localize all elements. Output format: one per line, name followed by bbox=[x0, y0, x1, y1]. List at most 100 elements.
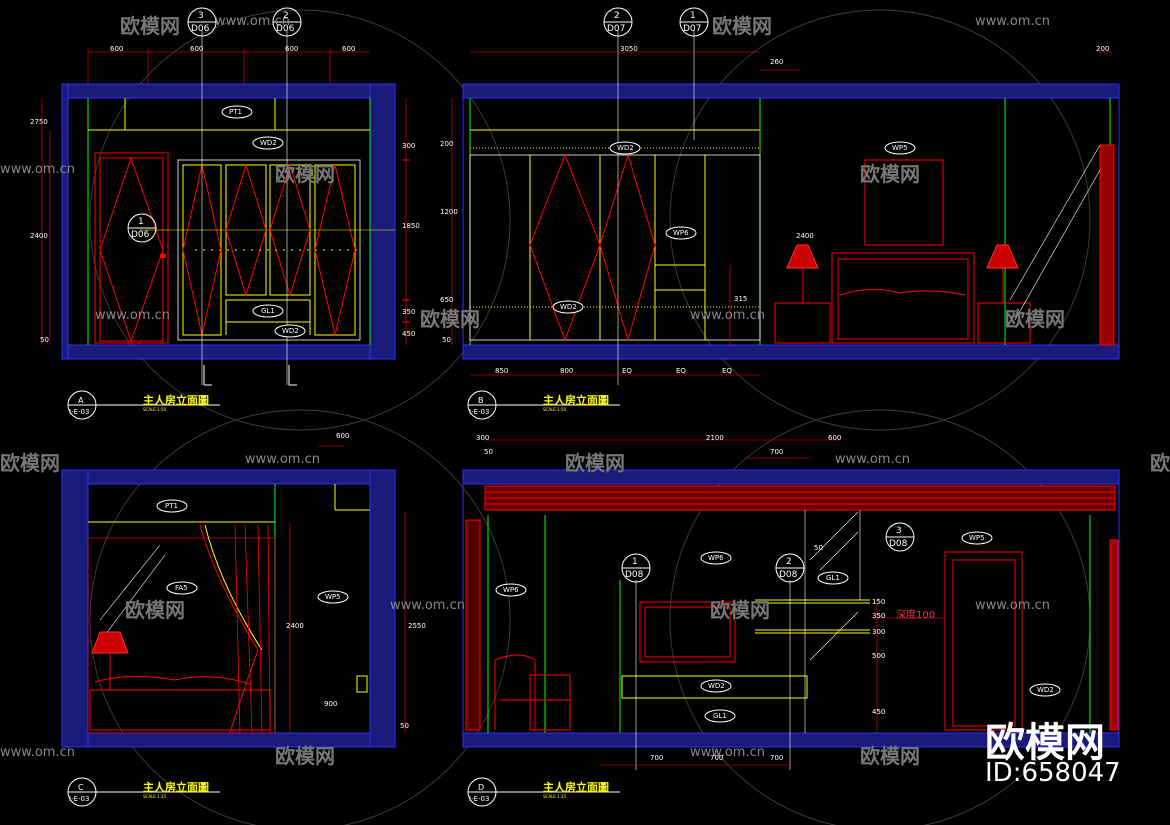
watermark-logo: 欧模网 bbox=[860, 744, 920, 768]
watermark-logo: 欧模网 bbox=[565, 451, 625, 475]
detail-bubble-sheet: D07 bbox=[683, 24, 702, 34]
dim-label: 1200 bbox=[440, 208, 458, 216]
material-tag: WP6 bbox=[503, 586, 519, 594]
watermark-url: www.om.cn bbox=[390, 598, 465, 613]
watermark-logo: 欧模网 bbox=[860, 162, 920, 186]
dim-label: 200 bbox=[1096, 45, 1110, 53]
elevation-title: 主人房立面圖 bbox=[143, 394, 209, 407]
dim-label: 350 bbox=[402, 308, 416, 316]
watermark-logo: 欧模网 bbox=[1005, 307, 1065, 331]
material-tag: WD2 bbox=[1037, 686, 1054, 694]
dim-label: 300 bbox=[476, 434, 490, 442]
dim-label: 50 bbox=[442, 336, 451, 344]
elevation-scale: SCALE 1:50 bbox=[143, 407, 167, 412]
dim-label: 650 bbox=[440, 296, 454, 304]
watermark-logo: 欧模网 bbox=[712, 14, 772, 38]
dim-label: 50 bbox=[40, 336, 49, 344]
watermark-url: www.om.cn bbox=[975, 598, 1050, 613]
dim-label: 2750 bbox=[30, 118, 48, 126]
elevation-title: 主人房立面圖 bbox=[543, 394, 609, 407]
detail-bubble-sheet: D08 bbox=[779, 570, 798, 580]
watermark-logo: 欧模网 bbox=[275, 162, 335, 186]
dim-label: 500 bbox=[872, 652, 886, 660]
detail-bubble-sheet: D06 bbox=[191, 24, 210, 34]
material-tag: GL1 bbox=[826, 574, 840, 582]
dim-label: 260 bbox=[770, 58, 784, 66]
dim-label: 450 bbox=[872, 708, 886, 716]
elevation-ref-sheet: I-E-03 bbox=[469, 408, 490, 416]
watermark-logo: 欧模网 bbox=[420, 307, 480, 331]
watermark-url: www.om.cn bbox=[0, 162, 75, 177]
dim-label: 2400 bbox=[30, 232, 48, 240]
dim-label: 600 bbox=[190, 45, 204, 53]
elevation-scale: SCALE 1:50 bbox=[543, 407, 567, 412]
watermark-url: www.om.cn bbox=[95, 308, 170, 323]
material-tag: WP5 bbox=[325, 593, 341, 601]
material-tag: WP5 bbox=[969, 534, 985, 542]
detail-bubble-sheet: D08 bbox=[889, 539, 908, 549]
detail-bubble-num: 3 bbox=[896, 526, 902, 536]
detail-bubble-num: 2 bbox=[614, 11, 620, 21]
material-tag: WD2 bbox=[560, 303, 577, 311]
watermark-url: www.om.cn bbox=[0, 745, 75, 760]
elevation-ref-letter: D bbox=[478, 783, 485, 792]
elevation-scale: SCALE 1:25 bbox=[543, 794, 567, 799]
dim-label: EQ bbox=[676, 367, 686, 375]
detail-bubble-num: 1 bbox=[138, 217, 144, 227]
material-tag: WD2 bbox=[260, 139, 277, 147]
material-tag: FA5 bbox=[175, 584, 188, 592]
title-markers bbox=[67, 390, 620, 807]
brand-logo: 欧模网 bbox=[985, 720, 1105, 766]
elevation-ref-letter: B bbox=[478, 396, 484, 405]
dim-label: 200 bbox=[440, 140, 454, 148]
dim-label: 700 bbox=[770, 754, 784, 762]
watermark-logo: 欧模网 bbox=[125, 598, 185, 622]
watermark-url: www.om.cn bbox=[245, 452, 320, 467]
watermark-logo: 欧模网 bbox=[275, 744, 335, 768]
dim-label: 50 bbox=[814, 544, 823, 552]
dim-label: 600 bbox=[110, 45, 124, 53]
dim-label: 800 bbox=[560, 367, 574, 375]
detail-bubble-num: 2 bbox=[786, 557, 792, 567]
dim-label: 600 bbox=[285, 45, 299, 53]
detail-bubble-sheet: D06 bbox=[131, 230, 150, 240]
watermark-url: www.om.cn bbox=[690, 308, 765, 323]
elevation-ref-sheet: I-E-03 bbox=[69, 795, 90, 803]
elevation-a-drawing bbox=[41, 30, 410, 386]
dim-label: 700 bbox=[650, 754, 664, 762]
detail-bubble-sheet: D06 bbox=[276, 24, 295, 34]
dim-label: 2100 bbox=[706, 434, 724, 442]
dim-label: 315 bbox=[734, 295, 748, 303]
detail-bubble-num: 3 bbox=[198, 11, 204, 21]
depth-note: 深度100 bbox=[896, 610, 936, 621]
dim-label: 700 bbox=[710, 754, 724, 762]
material-tag: PT1 bbox=[229, 108, 242, 116]
dim-label: 450 bbox=[402, 330, 416, 338]
dim-label: 900 bbox=[324, 700, 338, 708]
dim-label: 700 bbox=[770, 448, 784, 456]
material-tag: WP6 bbox=[673, 229, 689, 237]
dim-label: 600 bbox=[342, 45, 356, 53]
dim-label: 1850 bbox=[402, 222, 420, 230]
tag-ovals bbox=[156, 105, 1061, 723]
watermark-logo: 欧模网 bbox=[1150, 451, 1170, 475]
dim-label: 2400 bbox=[796, 232, 814, 240]
elevation-d-drawing bbox=[462, 439, 1120, 770]
material-tag: WP6 bbox=[708, 554, 724, 562]
dim-label: 300 bbox=[402, 142, 416, 150]
dim-label: 600 bbox=[828, 434, 842, 442]
watermark-logo: 欧模网 bbox=[0, 451, 60, 475]
dim-label: 850 bbox=[495, 367, 509, 375]
watermark-url: www.om.cn bbox=[975, 14, 1050, 29]
detail-bubble-sheet: D08 bbox=[625, 570, 644, 580]
elevation-scale: SCALE 1:25 bbox=[143, 794, 167, 799]
elevation-c-drawing bbox=[61, 445, 406, 748]
material-tag: WP5 bbox=[892, 144, 908, 152]
detail-bubble-num: 1 bbox=[632, 557, 638, 567]
elevation-title: 主人房立面圖 bbox=[143, 781, 209, 794]
elevation-ref-letter: C bbox=[78, 783, 84, 792]
dim-label: 50 bbox=[400, 722, 409, 730]
elevation-ref-letter: A bbox=[78, 396, 84, 405]
dim-label: 600 bbox=[336, 432, 350, 440]
